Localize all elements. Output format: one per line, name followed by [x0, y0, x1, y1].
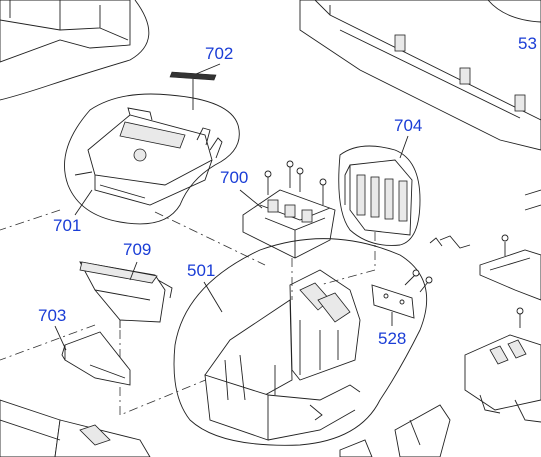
part-701-carriage-cover [74, 107, 223, 206]
label-part-700: 700 [220, 168, 248, 187]
leader-701-501 [154, 211, 266, 266]
label-part-709: 709 [123, 240, 151, 259]
group-701-outline [64, 93, 240, 225]
part-703-plate [61, 331, 131, 386]
bottom-right-parts [339, 404, 451, 457]
leader-709-left [0, 324, 96, 361]
label-part-701: 701 [53, 216, 81, 235]
leader-704-501 [319, 232, 376, 286]
leader-701-left [0, 209, 61, 231]
label-part-528: 528 [378, 329, 406, 348]
part-709-bracket [79, 261, 173, 328]
part-528-plate [371, 269, 433, 319]
part-704-cartridge-holder [344, 159, 413, 236]
top-frame-assembly [299, 0, 541, 151]
part-702-plate [169, 71, 217, 110]
group-704-outline [338, 145, 421, 246]
leader-703 [54, 325, 67, 351]
upper-left-housing [0, 0, 131, 63]
part-501-carriage-frame [204, 269, 361, 441]
part-700-print-head [242, 160, 336, 259]
right-side-assembly [429, 189, 541, 423]
label-part-702: 702 [205, 44, 233, 63]
bottom-left-housing [0, 399, 151, 457]
label-part-53x: 53 [518, 34, 537, 53]
leader-709-501 [119, 330, 231, 416]
label-part-704: 704 [394, 116, 422, 135]
leader-700 [239, 189, 263, 209]
leader-704 [399, 135, 409, 159]
label-part-501: 501 [187, 261, 215, 280]
leader-501 [203, 281, 223, 313]
label-part-703: 703 [38, 306, 66, 325]
leader-701 [74, 189, 93, 216]
leader-702 [195, 63, 221, 75]
upper-left-group-outline [0, 0, 150, 101]
group-501-outline [173, 238, 428, 446]
leader-709 [129, 261, 138, 281]
